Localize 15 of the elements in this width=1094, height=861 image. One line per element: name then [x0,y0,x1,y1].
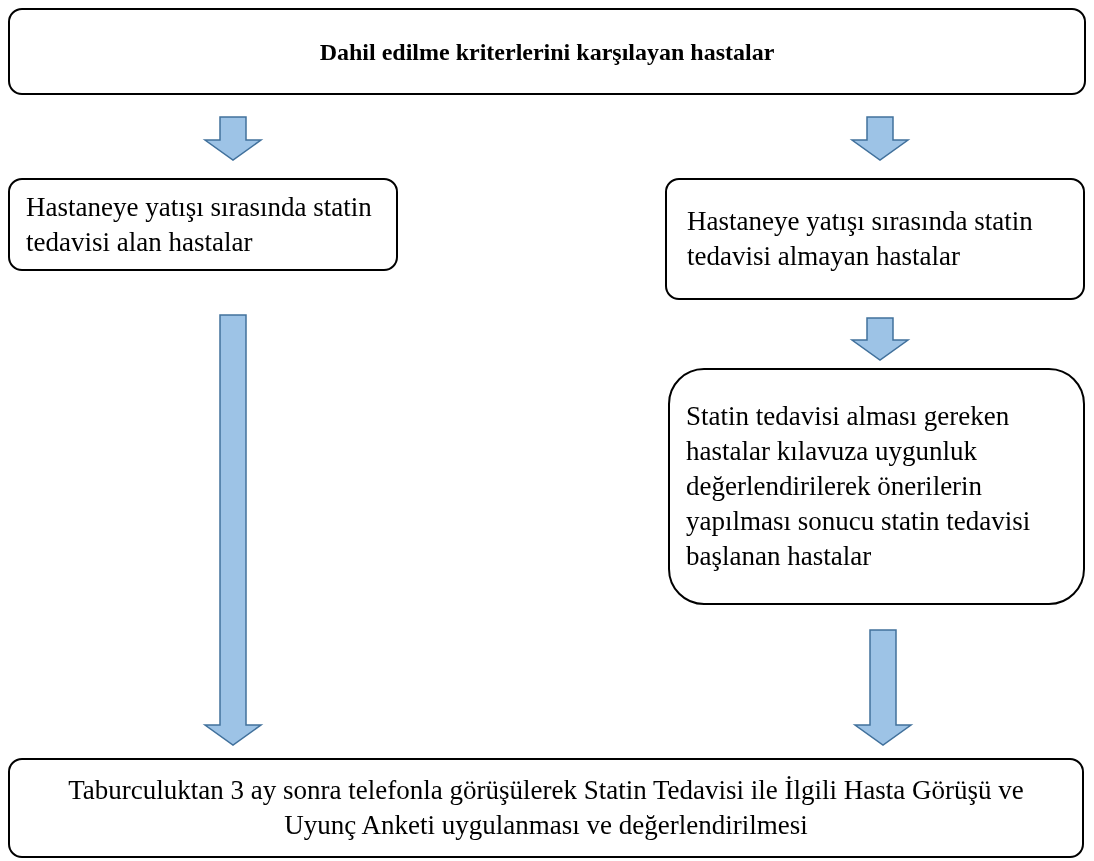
box-text: Taburculuktan 3 ay sonra telefonla görüşülerek Statin Tedavisi ile İlgili Hasta Görüşü ve Uyunç Anketi uygulanması ve değerlendirilmesi [67,774,1025,842]
box-text: Hastaneye yatışı sırasında statin tedavisi almayan hastalar [687,205,1034,273]
process-box [8,8,1086,95]
process-box [8,758,1084,858]
process-box [665,178,1085,300]
process-box [8,178,398,271]
block-arrow [202,314,264,746]
box-text: Dahil edilme kriterlerini karşılayan hastalar [318,37,776,67]
block-arrow [849,317,911,361]
box-text: Statin tedavisi alması gereken hastalar kılavuza uygunluk değerlendirilerek önerilerin yapılması sonucu statin tedavisi başlanan hastalar [686,400,1032,573]
block-arrow [202,116,264,161]
block-arrow [852,629,914,746]
block-arrow [849,116,911,161]
process-box [668,368,1085,605]
box-text: Hastaneye yatışı sırasında statin tedavisi alan hastalar [26,190,373,259]
